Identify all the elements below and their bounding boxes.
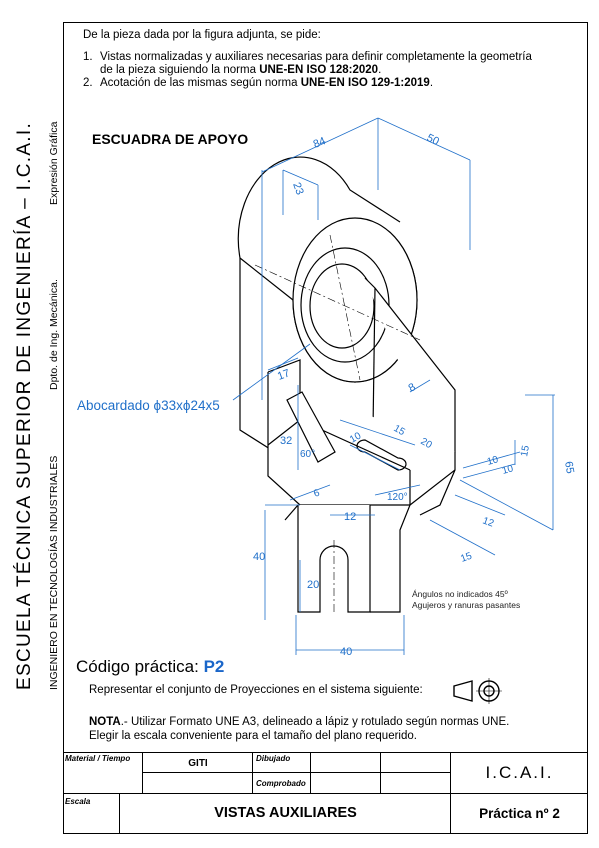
title-block: Material / Tiempo GITI Dibujado Comproba… bbox=[63, 752, 588, 834]
degree-name: INGENIERO EN TECNOLOGÍAS INDUSTRIALES bbox=[48, 455, 60, 690]
dim-40a: 40 bbox=[253, 551, 265, 563]
note-angles: Ángulos no indicados 45º bbox=[412, 589, 508, 599]
dim-10b: 10 bbox=[486, 454, 500, 468]
isometric-drawing: 84 50 23 17 8 32 60° 6 10 15 20 10 15 10… bbox=[232, 117, 576, 658]
drawing-sheet-frame bbox=[63, 22, 588, 834]
nota-block: NOTA.- Utilizar Formato UNE A3, delinead… bbox=[89, 715, 509, 743]
dim-120: 120° bbox=[387, 492, 408, 503]
dim-10a: 10 bbox=[348, 430, 364, 445]
dim-32: 32 bbox=[280, 435, 292, 447]
dim-65: 65 bbox=[562, 460, 576, 474]
statement-item-1: 1.Vistas normalizadas y auxiliares neces… bbox=[83, 51, 532, 63]
dim-23: 23 bbox=[290, 181, 305, 197]
note-holes: Agujeros y ranuras pasantes bbox=[412, 600, 521, 610]
piece-title: ESCUADRA DE APOYO bbox=[92, 131, 249, 147]
practice-number-cell: Práctica nº 2 bbox=[479, 806, 560, 821]
statement-item-1-line2: de la pieza siguiendo la norma UNE-EN IS… bbox=[100, 64, 382, 76]
projection-instruction: Representar el conjunto de Proyecciones … bbox=[89, 684, 423, 696]
dim-15b: 15 bbox=[519, 444, 532, 457]
dim-17: 17 bbox=[276, 367, 292, 382]
center-lines bbox=[254, 234, 421, 615]
dim-20b: 20 bbox=[307, 579, 319, 591]
first-angle-projection-icon bbox=[453, 678, 502, 704]
dim-15c: 15 bbox=[459, 551, 474, 565]
statement-item-2: 2.Acotación de las mismas según norma UN… bbox=[83, 77, 434, 89]
dim-12a: 12 bbox=[344, 511, 356, 523]
material-value-cell: GITI bbox=[143, 752, 253, 794]
nota-line-2: Elegir la escala conveniente para el tam… bbox=[89, 730, 417, 742]
school-name: ESCUELA TÉCNICA SUPERIOR DE INGENIERÍA –… bbox=[14, 121, 35, 690]
drawing-notes: Ángulos no indicados 45º Agujeros y ranu… bbox=[412, 589, 520, 611]
dim-20: 20 bbox=[419, 436, 435, 451]
dim-15a: 15 bbox=[392, 423, 408, 438]
dimension-lines bbox=[232, 117, 555, 655]
practice-code: Código práctica: P2 bbox=[76, 657, 225, 676]
countersink-callout: Abocardado ϕ33xϕ24x5 bbox=[77, 398, 220, 413]
dim-12b: 12 bbox=[481, 515, 496, 529]
subject-name: Expresión Gráfica bbox=[48, 121, 60, 205]
dim-40b: 40 bbox=[340, 646, 352, 658]
dim-6: 6 bbox=[312, 487, 321, 499]
dim-50: 50 bbox=[425, 132, 441, 148]
dimension-texts: 84 50 23 17 8 32 60° 6 10 15 20 10 15 10… bbox=[253, 132, 576, 658]
dim-84: 84 bbox=[312, 135, 328, 151]
dim-8: 8 bbox=[407, 381, 418, 394]
material-cell: Material / Tiempo bbox=[63, 752, 143, 794]
drawn-by-cell: Dibujado bbox=[253, 752, 311, 773]
checked-by-cell: Comprobado bbox=[253, 773, 311, 794]
dim-10c: 10 bbox=[501, 463, 515, 477]
org-cell: I.C.A.I. bbox=[451, 752, 588, 794]
piece-outline bbox=[237, 156, 456, 613]
nota-line-1: NOTA.- Utilizar Formato UNE A3, delinead… bbox=[89, 716, 510, 728]
statement-list: 1.Vistas normalizadas y auxiliares neces… bbox=[83, 51, 578, 90]
dim-60: 60° bbox=[300, 449, 315, 460]
statement-intro: De la pieza dada por la figura adjunta, … bbox=[83, 29, 321, 41]
scale-cell: Escala bbox=[63, 794, 120, 834]
department-name: Dpto. de Ing. Mecánica. bbox=[48, 279, 60, 390]
sheet-title-cell: VISTAS AUXILIARES bbox=[120, 794, 451, 834]
